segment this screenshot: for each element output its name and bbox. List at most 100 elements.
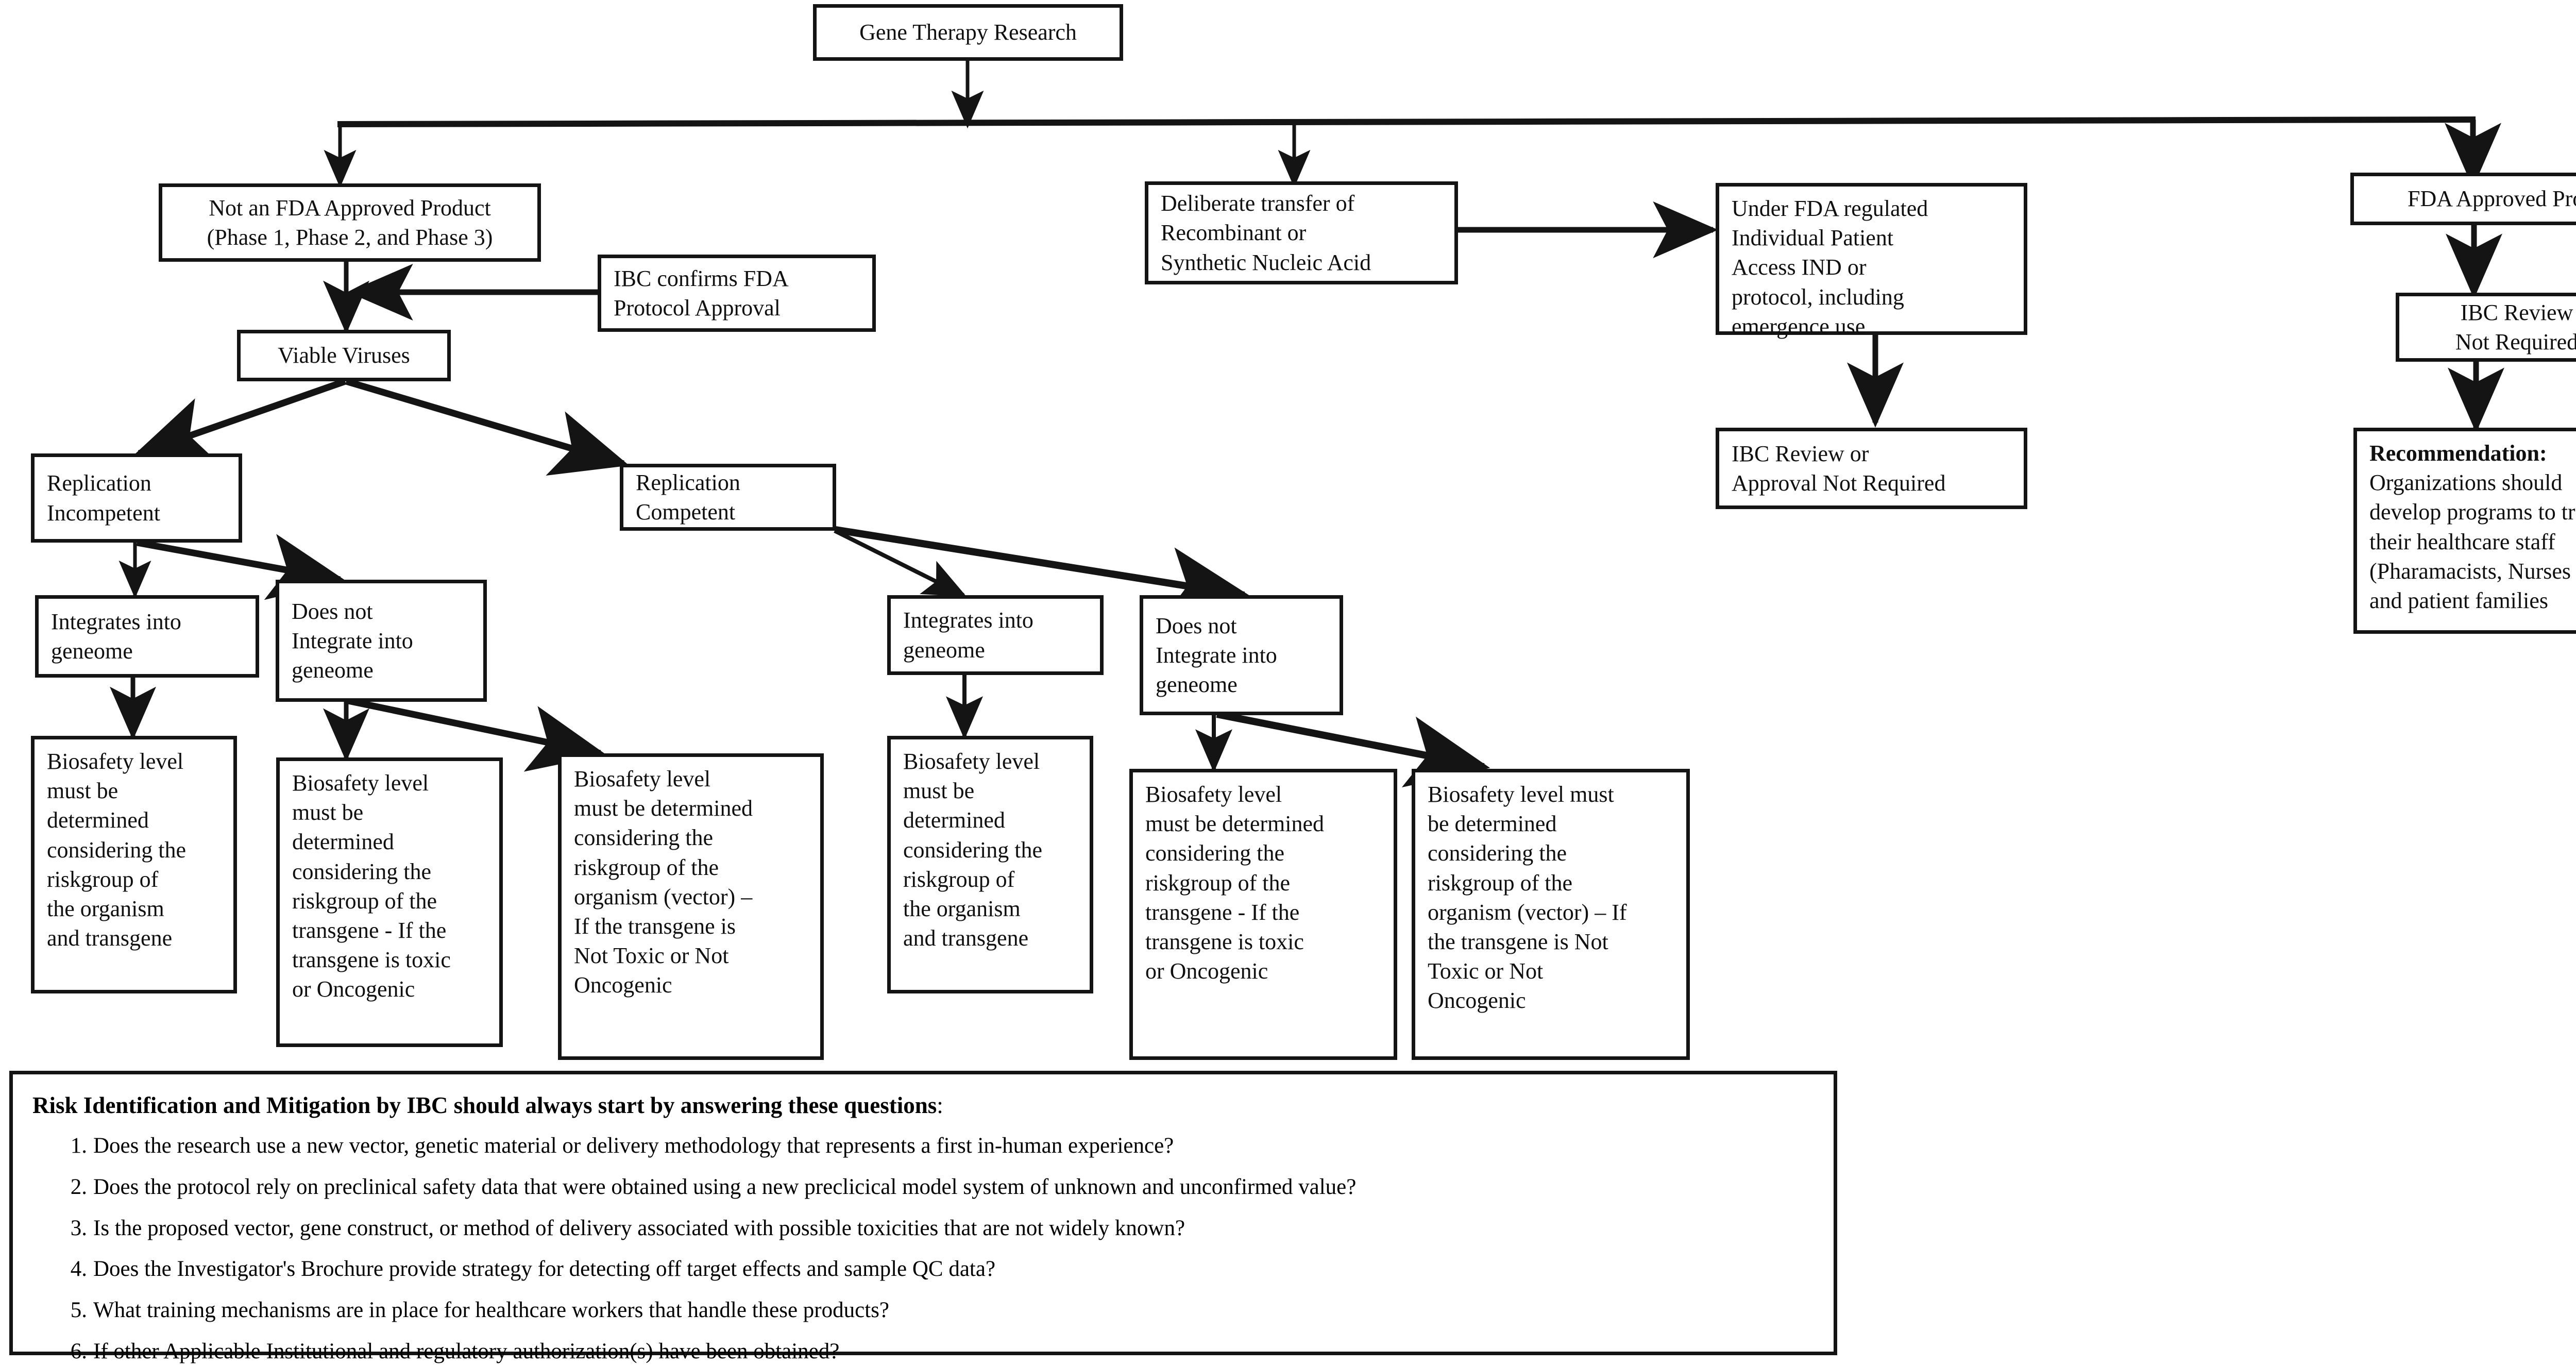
node-line-2: Approval Not Required	[1732, 470, 1946, 496]
node-line-1: Does not	[1156, 613, 1237, 638]
node-line-1: IBC Review	[2460, 299, 2573, 325]
node-viable-viruses[interactable]: Viable Viruses	[237, 330, 451, 381]
node-line-1: Integrates into	[51, 609, 181, 634]
risk-questions-list: Does the research use a new vector, gene…	[28, 1133, 1818, 1364]
node-line-4: riskgroup of the	[574, 854, 719, 880]
node-line-1: Does not	[292, 598, 373, 624]
node-line-3: considering the	[1428, 840, 1567, 866]
node-line-7: or Oncogenic	[1145, 958, 1268, 984]
node-line-2: Incompetent	[47, 500, 160, 526]
node-biosafety-mid-nonintegrating-nontoxic[interactable]: Biosafety level must be determined consi…	[1412, 769, 1690, 1060]
node-line-7: transgene is toxic	[292, 947, 451, 973]
node-line-4: considering the	[47, 837, 187, 863]
list-item: What training mechanisms are in place fo…	[59, 1297, 889, 1323]
node-line-2: must be	[47, 778, 118, 804]
node-left-does-not-integrate-into-geneome[interactable]: Does not Integrate into geneome	[276, 580, 487, 702]
edge-left-notintegrate-to-bio-c	[347, 697, 606, 772]
node-line-1: Biosafety level	[574, 766, 711, 791]
node-line-2: geneome	[903, 637, 985, 663]
node-line-1: Replication	[47, 470, 151, 496]
node-line-6: the transgene is Not	[1428, 929, 1608, 954]
node-line-5: riskgroup of the	[292, 888, 437, 914]
node-label: FDA Approved Product	[2408, 186, 2576, 212]
node-line-5: transgene - If the	[1145, 899, 1300, 925]
node-ibc-review-not-required[interactable]: IBC Review Not Required	[2396, 293, 2576, 362]
edge-competent-to-integrates	[834, 529, 967, 597]
node-line-1: IBC Review or	[1732, 441, 1869, 466]
node-replication-competent[interactable]: Replication Competent	[620, 464, 836, 531]
node-line-1: Under FDA regulated	[1732, 196, 1928, 221]
node-line-6: transgene - If the	[292, 917, 447, 943]
node-line-2: must be	[903, 778, 975, 804]
node-line-6: the organism	[47, 896, 164, 921]
node-replication-incompetent[interactable]: Replication Incompetent	[31, 453, 242, 543]
node-gene-therapy-research[interactable]: Gene Therapy Research	[813, 4, 1123, 61]
node-line-7: Not Toxic or Not	[574, 943, 729, 969]
node-line-4: protocol, including	[1732, 284, 1904, 310]
node-biosafety-left-nonintegrating-nontoxic[interactable]: Biosafety level must be determined consi…	[558, 753, 824, 1060]
node-biosafety-mid-integrates[interactable]: Biosafety level must be determined consi…	[887, 736, 1093, 993]
node-biosafety-mid-nonintegrating-toxic[interactable]: Biosafety level must be determined consi…	[1129, 769, 1397, 1060]
node-line-1: Deliberate transfer of	[1161, 191, 1355, 216]
node-line-1: Biosafety level	[47, 749, 184, 774]
node-line-1: Biosafety level	[1145, 782, 1282, 807]
node-biosafety-left-integrates[interactable]: Biosafety level must be determined consi…	[31, 736, 237, 993]
node-line-6: If the transgene is	[574, 913, 736, 939]
node-line-6: transgene is toxic	[1145, 929, 1304, 954]
node-biosafety-left-nonintegrating-toxic[interactable]: Biosafety level must be determined consi…	[276, 757, 503, 1047]
edge-viable-to-incompetent	[133, 378, 347, 462]
node-line-4: considering the	[292, 858, 432, 884]
edge-competent-to-not-integrate	[835, 526, 1251, 619]
node-line-7: Toxic or Not	[1428, 958, 1544, 984]
node-label: Gene Therapy Research	[859, 20, 1077, 45]
list-item: If other Applicable Institutional and re…	[59, 1339, 840, 1364]
node-line-3: geneome	[292, 658, 374, 683]
edge-mid-notintegrate-to-bio-f	[1216, 711, 1490, 788]
node-line-4: considering the	[903, 837, 1043, 863]
node-under-fda-regulated-individual-patient-access[interactable]: Under FDA regulated Individual Patient A…	[1716, 183, 2027, 339]
node-line-2: Recombinant or	[1161, 220, 1307, 246]
node-label: Viable Viruses	[278, 343, 410, 368]
node-line-2: be determined	[1428, 811, 1557, 837]
node-line-2: must be determined	[574, 796, 753, 821]
node-not-fda-approved-product[interactable]: Not an FDA Approved Product (Phase 1, Ph…	[159, 183, 541, 262]
node-line-3: determined	[292, 829, 394, 855]
node-line-2: Not Required	[2455, 329, 2576, 355]
node-left-integrates-into-geneome[interactable]: Integrates into geneome	[35, 595, 259, 678]
node-line-8: or Oncogenic	[292, 976, 415, 1002]
node-line-3: Access IND or	[1732, 255, 1867, 280]
node-line-1: Biosafety level	[292, 770, 429, 796]
risk-questions-heading-text: Risk Identification and Mitigation by IB…	[32, 1092, 937, 1118]
node-ibc-review-or-approval-not-required[interactable]: IBC Review or Approval Not Required	[1716, 428, 2027, 509]
edge-incompetent-to-not-integrate	[136, 534, 346, 600]
node-line-1: Not an FDA Approved Product	[209, 195, 491, 221]
node-line-3: their healthcare staff	[2369, 529, 2555, 554]
node-line-3: geneome	[1156, 672, 1238, 698]
risk-questions-heading: Risk Identification and Mitigation by IB…	[32, 1091, 1818, 1120]
node-line-2: geneome	[51, 638, 133, 664]
node-mid-does-not-integrate-into-geneome[interactable]: Does not Integrate into geneome	[1140, 595, 1343, 715]
node-line-7: and transgene	[903, 925, 1029, 951]
list-item: Does the protocol rely on preclinical sa…	[59, 1174, 1357, 1200]
node-recommendation[interactable]: Recommendation: Organizations should dev…	[2353, 428, 2576, 634]
node-fda-approved-product[interactable]: FDA Approved Product	[2350, 173, 2576, 225]
node-line-2: Competent	[636, 499, 736, 525]
node-deliberate-transfer-recombinant-synthetic-nucleic-acid[interactable]: Deliberate transfer of Recombinant or Sy…	[1145, 181, 1458, 284]
node-line-7: and transgene	[47, 925, 173, 951]
node-line-2: Protocol Approval	[614, 295, 781, 321]
node-mid-integrates-into-geneome[interactable]: Integrates into geneome	[887, 595, 1104, 675]
node-ibc-confirms-fda-protocol-approval[interactable]: IBC confirms FDA Protocol Approval	[598, 255, 876, 332]
node-line-2: Integrate into	[1156, 642, 1277, 668]
node-line-3: considering the	[574, 825, 714, 851]
node-line-3: determined	[903, 807, 1005, 833]
node-line-3: determined	[47, 807, 149, 833]
node-line-4: riskgroup of the	[1428, 870, 1573, 896]
node-line-2: develop programs to train	[2369, 499, 2576, 525]
edge-viable-to-competent	[345, 378, 630, 476]
node-line-2: Individual Patient	[1732, 225, 1894, 251]
node-line-5: riskgroup of	[47, 866, 159, 892]
node-line-6: the organism	[903, 896, 1021, 921]
node-line-8: Oncogenic	[574, 972, 672, 998]
node-line-5: organism (vector) – If	[1428, 899, 1627, 925]
